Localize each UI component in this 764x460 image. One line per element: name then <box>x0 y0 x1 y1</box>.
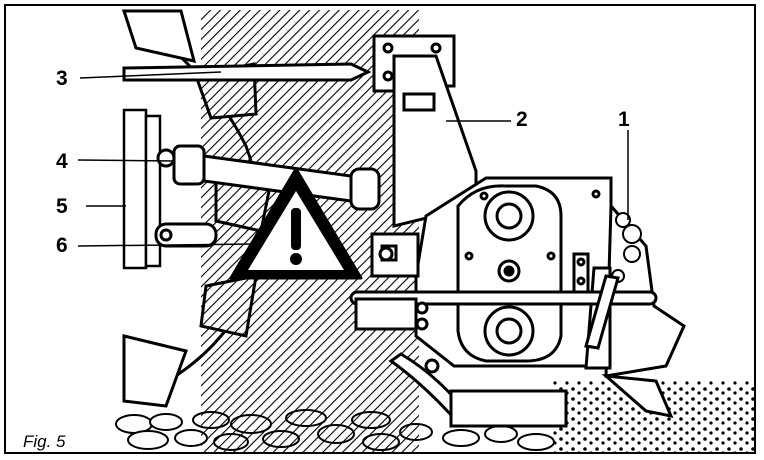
drive-shaft <box>349 290 658 331</box>
top-link <box>122 62 372 82</box>
hydraulic-cylinder <box>584 274 620 350</box>
figure-caption: Fig. 5 <box>20 432 69 452</box>
callout-2: 2 <box>516 108 528 131</box>
callout-5: 5 <box>56 195 68 218</box>
callout-3: 3 <box>56 67 68 90</box>
machine-illustration <box>77 9 754 452</box>
chain <box>611 212 642 283</box>
figure-frame: 3 4 5 6 2 1 Fig. 5 <box>4 4 756 454</box>
warning-triangle-icon <box>229 167 363 280</box>
lower-link <box>156 144 381 211</box>
callout-1: 1 <box>618 108 630 131</box>
callout-6: 6 <box>56 234 68 257</box>
leader-lines <box>77 71 629 247</box>
lower-pin-bar <box>154 222 218 248</box>
rotor-tines <box>388 352 674 428</box>
hitch-bracket <box>370 232 420 278</box>
headstock <box>372 34 478 228</box>
callout-4: 4 <box>56 150 68 173</box>
mount-plate <box>122 108 162 270</box>
gearbox-housing <box>414 176 613 368</box>
